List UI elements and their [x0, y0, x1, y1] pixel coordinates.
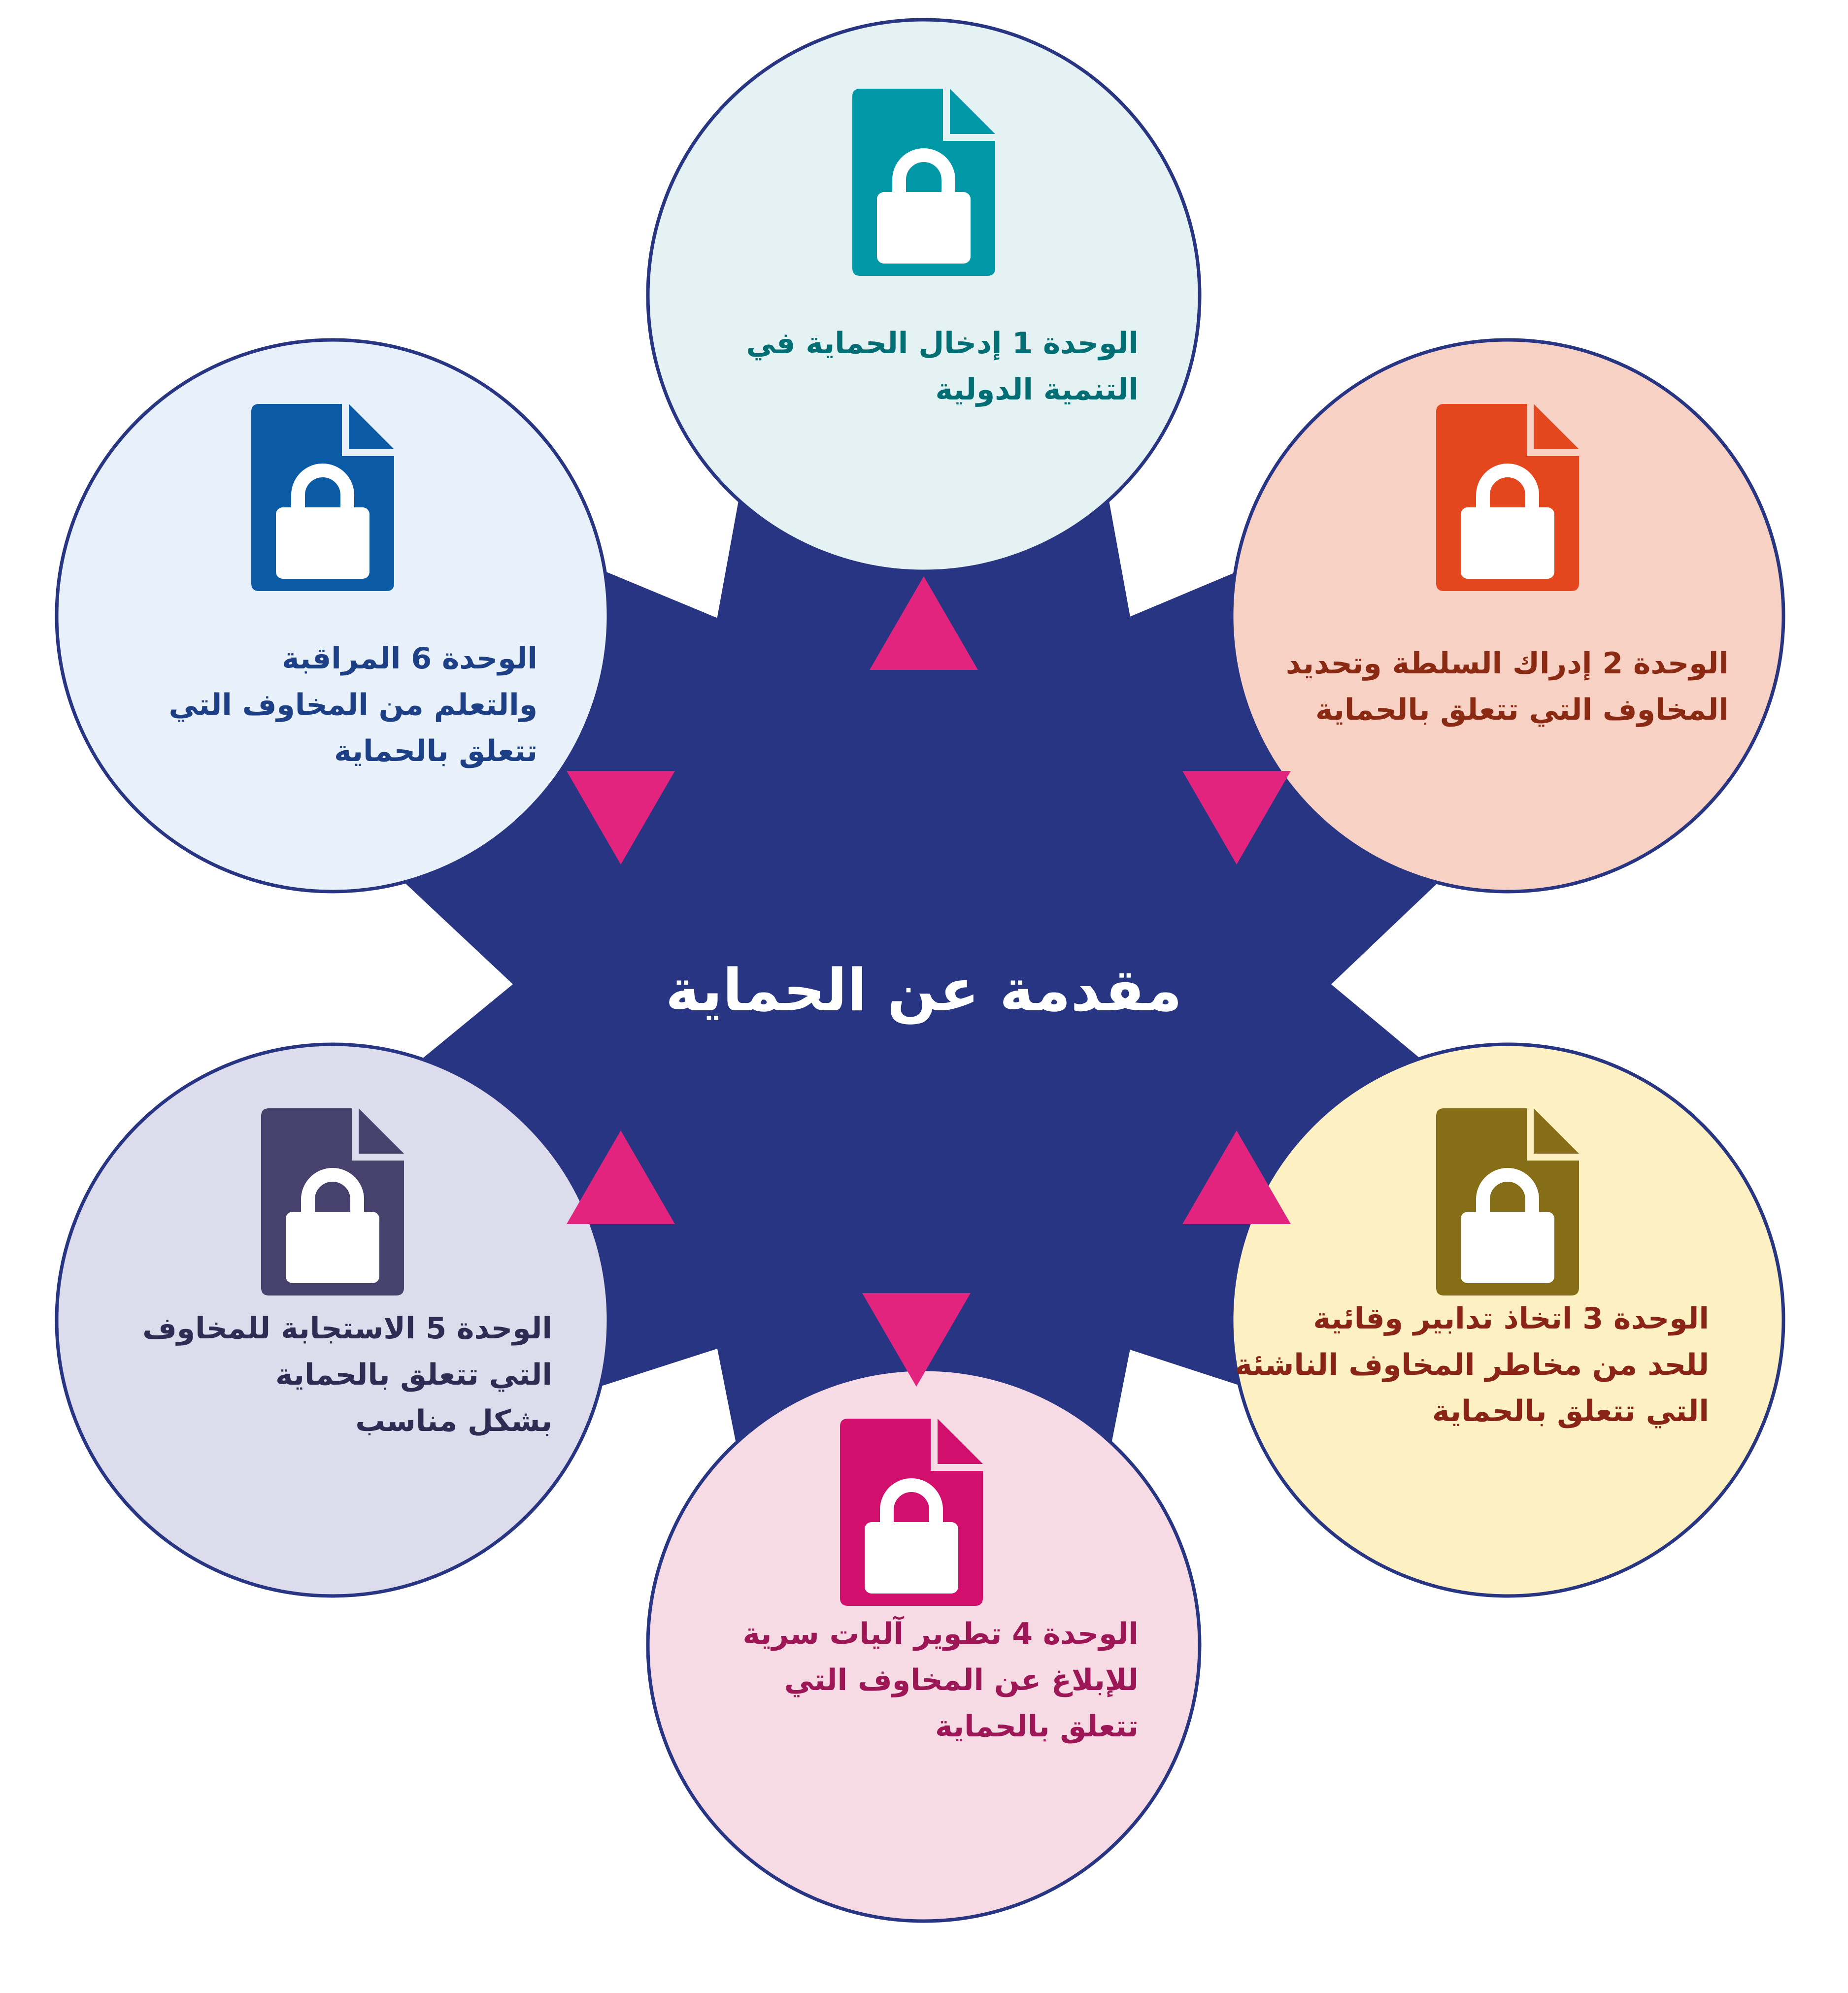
unit-1-label-line: الوحدة 1 إدخال الحماية في: [746, 326, 1139, 361]
unit-1-circle: [646, 18, 1202, 573]
hub-title: مقدمة عن الحماية: [665, 956, 1182, 1024]
arrow-6: [567, 771, 675, 864]
arrow-4: [862, 1293, 971, 1387]
unit-2-label-line: الوحدة 2 إدراك السلطة وتحديد: [1285, 646, 1729, 681]
unit-3-label-line: للحد من مخاطر المخاوف الناشئة: [1235, 1348, 1709, 1382]
unit-6-circle: [55, 338, 610, 894]
unit-2-circle: [1230, 338, 1785, 894]
unit-1-label: الوحدة 1 إدخال الحماية في التنمية الدولي…: [746, 320, 1139, 413]
arrow-5: [567, 1130, 675, 1224]
hub-circle: [596, 670, 1251, 1325]
unit-4-label-line: تتعلق بالحماية: [935, 1709, 1139, 1744]
arrow-2: [1182, 771, 1291, 864]
unit-3-circle: [1230, 1042, 1785, 1598]
locked-document-icon: [1436, 404, 1579, 591]
unit-5-circle: [55, 1042, 610, 1598]
arrow-1: [870, 576, 978, 670]
unit-1-label-line: التنمية الدولية: [935, 372, 1139, 407]
arrow-3: [1182, 1130, 1291, 1224]
unit-6-label: الوحدة 6 المراقبة والتعلم من المخاوف الت…: [169, 635, 538, 774]
unit-2-label-line: المخاوف التي تتعلق بالحماية: [1315, 693, 1729, 727]
locked-document-icon: [840, 1419, 983, 1606]
unit-5-label-line: بشكل مناسب: [355, 1404, 552, 1438]
locked-document-icon: [261, 1108, 404, 1295]
locked-document-icon: [251, 404, 394, 591]
unit-5-label-line: الوحدة 5 الاستجابة للمخاوف: [142, 1311, 552, 1346]
unit-5-label-line: التي تتعلق بالحماية: [275, 1358, 552, 1392]
unit-3-label-line: التي تتعلق بالحماية: [1432, 1394, 1709, 1428]
unit-3-label-line: الوحدة 3 اتخاذ تدابير وقائية: [1313, 1301, 1709, 1336]
unit-4-label: الوحدة 4 تطوير آليات سرية للإبلاغ عن الم…: [743, 1611, 1139, 1750]
unit-6-label-line: والتعلم من المخاوف التي: [168, 688, 538, 722]
unit-6-label-line: تتعلق بالحماية: [334, 734, 538, 768]
locked-document-icon: [852, 89, 995, 276]
unit-4-label-line: الوحدة 4 تطوير آليات سرية: [742, 1617, 1139, 1651]
unit-6-label-line: الوحدة 6 المراقبة: [282, 641, 538, 676]
unit-5-label: الوحدة 5 الاستجابة للمخاوف التي تتعلق با…: [142, 1305, 552, 1444]
unit-3-label: الوحدة 3 اتخاذ تدابير وقائية للحد من مخا…: [1235, 1295, 1709, 1434]
unit-4-label-line: للإبلاغ عن المخاوف التي: [784, 1663, 1139, 1697]
locked-document-icon: [1436, 1108, 1579, 1295]
unit-2-label: الوحدة 2 إدراك السلطة وتحديد المخاوف الت…: [1286, 640, 1729, 733]
